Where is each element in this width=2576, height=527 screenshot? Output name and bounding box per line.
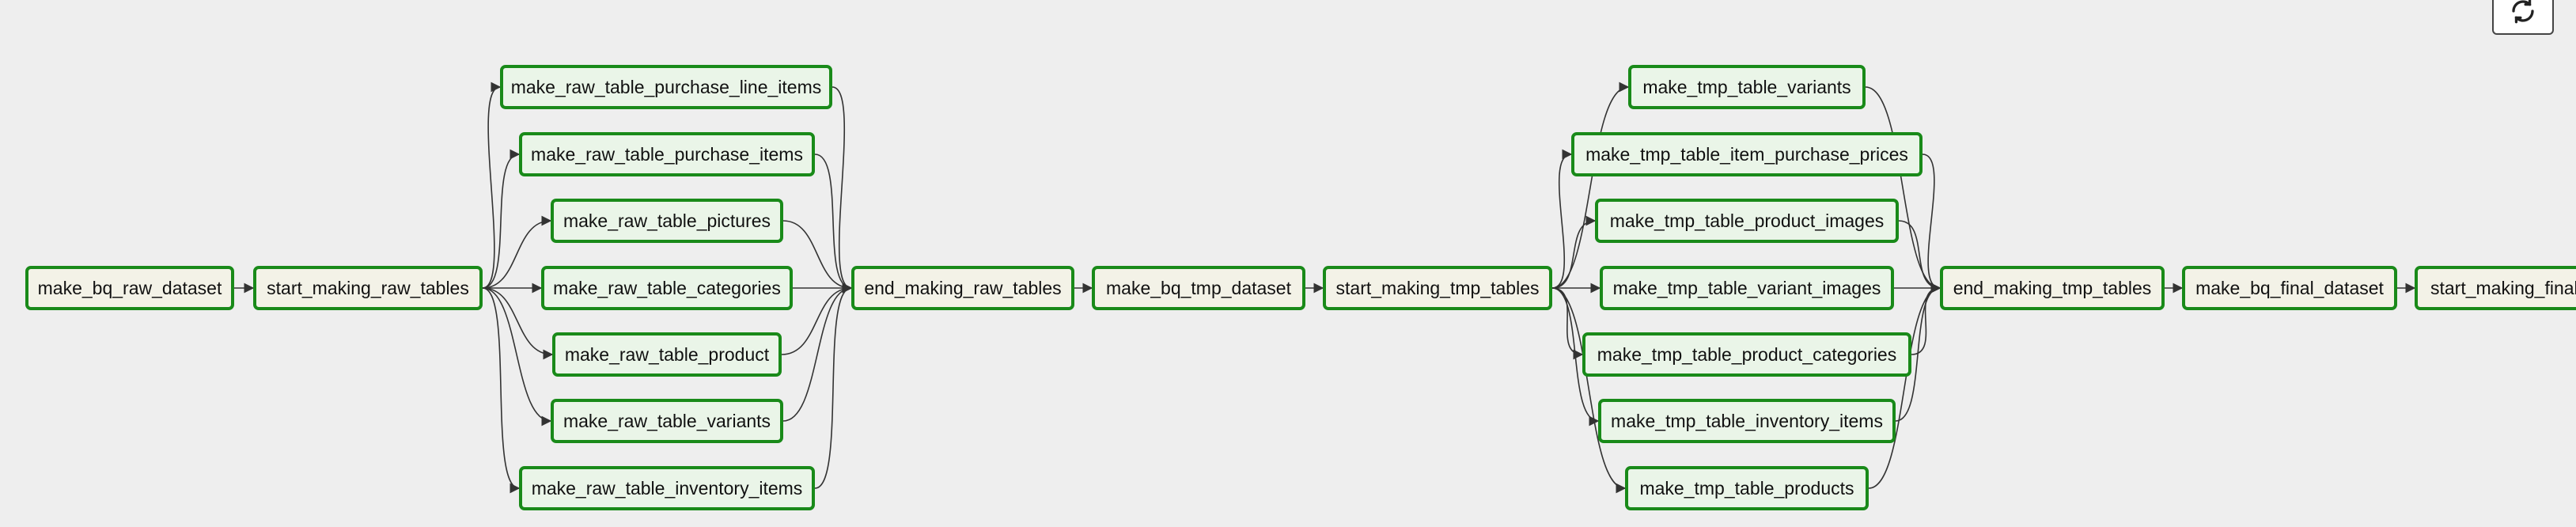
task-node-make-tmp-table-product-images[interactable]: make_tmp_table_product_images [1595, 199, 1899, 243]
dag-edge [1551, 287, 1627, 494]
dag-edge [482, 287, 552, 427]
dag-edge [482, 149, 521, 289]
dag-edge [1911, 282, 1941, 355]
dag-edge [1551, 287, 1584, 360]
dag-edge [1865, 86, 1941, 294]
task-node-make-tmp-table-inventory-items[interactable]: make_tmp_table_inventory_items [1598, 399, 1896, 443]
task-node-end-making-tmp-tables[interactable]: end_making_tmp_tables [1940, 266, 2165, 310]
task-node-make-raw-table-variants[interactable]: make_raw_table_variants [551, 399, 783, 443]
refresh-icon [2509, 0, 2537, 29]
task-node-make-tmp-table-product-categories[interactable]: make_tmp_table_product_categories [1582, 332, 1911, 377]
task-node-make-tmp-table-variant-images[interactable]: make_tmp_table_variant_images [1600, 266, 1894, 310]
dag-edge [814, 154, 853, 294]
task-node-make-bq-raw-dataset[interactable]: make_bq_raw_dataset [25, 266, 234, 310]
task-node-make-raw-table-purchase-line-items[interactable]: make_raw_table_purchase_line_items [500, 65, 832, 109]
task-node-start-making-final-tables[interactable]: start_making_final_tables [2415, 266, 2576, 310]
task-node-make-tmp-table-variants[interactable]: make_tmp_table_variants [1628, 65, 1866, 109]
task-node-make-raw-table-pictures[interactable]: make_raw_table_pictures [551, 199, 783, 243]
task-node-make-tmp-table-products[interactable]: make_tmp_table_products [1625, 466, 1869, 510]
dag-edge [832, 86, 853, 294]
dag-edge [1922, 154, 1941, 294]
dag-edge [1551, 149, 1573, 289]
task-node-end-making-raw-tables[interactable]: end_making_raw_tables [851, 266, 1074, 310]
task-node-start-making-raw-tables[interactable]: start_making_raw_tables [253, 266, 483, 310]
task-node-make-tmp-table-item-purchase-prices[interactable]: make_tmp_table_item_purchase_prices [1571, 132, 1923, 176]
dag-edge [482, 82, 502, 289]
dag-edge [782, 282, 853, 422]
dag-edge [782, 220, 853, 294]
task-node-make-raw-table-categories[interactable]: make_raw_table_categories [541, 266, 793, 310]
dag-edge [1551, 82, 1630, 289]
refresh-button[interactable] [2492, 0, 2554, 35]
task-node-start-making-tmp-tables[interactable]: start_making_tmp_tables [1323, 266, 1552, 310]
dag-edge [1898, 220, 1941, 294]
dag-edge [1551, 215, 1597, 289]
dag-edge [482, 287, 521, 494]
dag-edge [814, 282, 853, 489]
task-node-make-bq-final-dataset[interactable]: make_bq_final_dataset [2182, 266, 2397, 310]
task-node-make-raw-table-purchase-items[interactable]: make_raw_table_purchase_items [519, 132, 815, 176]
dag-edge [1868, 282, 1941, 489]
task-node-make-raw-table-product[interactable]: make_raw_table_product [552, 332, 782, 377]
task-node-make-raw-table-inventory-items[interactable]: make_raw_table_inventory_items [519, 466, 815, 510]
task-node-make-bq-tmp-dataset[interactable]: make_bq_tmp_dataset [1092, 266, 1305, 310]
